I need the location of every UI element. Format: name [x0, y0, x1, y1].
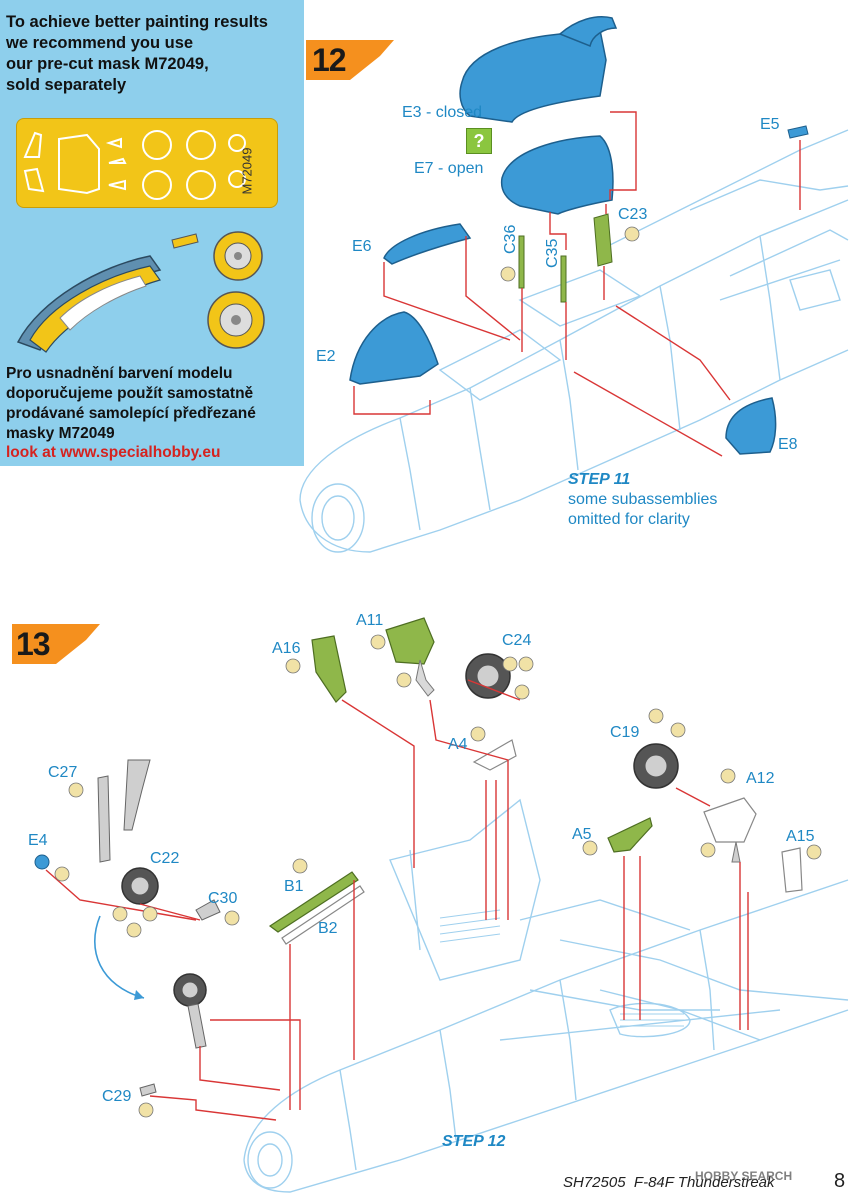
label-e4: E4 [28, 832, 48, 849]
footer-code: SH72505 [563, 1174, 626, 1191]
mask-sheet-illustration: M72049 [16, 118, 278, 208]
mask-wheel-hub-small [228, 134, 246, 152]
label-a11: A11 [356, 612, 384, 629]
assembled-nose-gear [139, 973, 207, 1097]
label-a5: A5 [572, 826, 592, 843]
mask-small-panel [108, 179, 126, 191]
guide-lines-step13 [45, 679, 749, 1121]
page-number: 8 [834, 1170, 846, 1192]
part-e5 [787, 125, 809, 139]
mask-wheel-hub [142, 130, 172, 160]
rotate-arrow-head [134, 990, 144, 1000]
website-link[interactable]: look at www.specialhobby.eu [6, 444, 221, 461]
question-mark-icon: ? [466, 128, 492, 154]
label-b1: B1 [284, 878, 304, 895]
part-b1 [268, 871, 359, 933]
step11-note-line1: some subassemblies [568, 491, 718, 508]
label-c29: C29 [102, 1088, 132, 1105]
masked-parts-illustration [16, 231, 265, 353]
rotate-arrow [93, 915, 145, 999]
step11-note-line2: omitted for clarity [568, 511, 690, 528]
part-c19-wheel [633, 743, 679, 789]
canopy-e7 [500, 135, 614, 215]
label-e5: E5 [760, 116, 780, 133]
step11-note: STEP 11 some subassemblies omitted for c… [568, 470, 717, 530]
part-a12-strut [731, 841, 741, 863]
part-a5 [607, 817, 653, 853]
label-a15: A15 [786, 828, 815, 845]
label-c36: C36 [502, 224, 519, 254]
part-e8 [725, 397, 777, 455]
fuselage-outline-step13 [243, 798, 849, 1193]
label-c35: C35 [544, 238, 561, 268]
part-a12 [703, 797, 757, 843]
step12-note-title: STEP 12 [442, 1133, 506, 1150]
footer-aircraft-name: F-84F Thunderstreak [633, 1174, 775, 1191]
guide-lines-step12 [353, 111, 801, 457]
nose-gear-assembly [34, 759, 221, 921]
mask-windscreen-front [58, 133, 100, 195]
label-a16: A16 [272, 640, 301, 657]
fuselage-outline-step12 [299, 129, 849, 553]
part-c23 [593, 213, 613, 267]
mask-recommendation-en: To achieve better painting results we re… [6, 13, 268, 94]
label-b2: B2 [318, 920, 338, 937]
step13-number: 13 [16, 626, 51, 662]
step12-badge-shape [306, 40, 394, 80]
label-c19: C19 [610, 724, 640, 741]
mask-small-panel [105, 137, 122, 149]
canopy-e3 [459, 16, 618, 123]
part-a4 [472, 739, 517, 771]
label-c30: C30 [208, 890, 238, 907]
part-c35 [560, 255, 567, 303]
footer-title: SH72505 F-84F Thunderstreak [563, 1174, 775, 1191]
part-a11 [385, 617, 435, 665]
step12-note: STEP 12 [442, 1132, 505, 1152]
label-e7-open: E7 - open [414, 160, 484, 177]
label-c24: C24 [502, 632, 532, 649]
label-e3-closed: E3 - closed [402, 104, 483, 121]
mask-wheel-hub-small [228, 170, 246, 188]
label-a12: A12 [746, 770, 775, 787]
label-c22: C22 [150, 850, 180, 867]
mask-sheet-shapes [23, 130, 246, 200]
part-c24-wheel [465, 653, 511, 699]
mask-windscreen-side [23, 167, 45, 193]
part-a15 [781, 847, 803, 893]
mask-wheel-hub [186, 170, 216, 200]
part-a16 [311, 635, 347, 703]
step11-note-title: STEP 11 [568, 471, 631, 488]
label-e2: E2 [316, 348, 336, 365]
mask-strip-icon [171, 233, 199, 249]
part-b2 [281, 885, 365, 945]
paint-code-chips [54, 226, 822, 1118]
step13-badge-shape [12, 624, 100, 664]
mask-windscreen-side [23, 131, 43, 158]
label-c27: C27 [48, 764, 78, 781]
intake-vents [439, 909, 684, 1027]
masked-nose-wheel [207, 291, 265, 349]
mask-recommendation-cz: Pro usnadnění barvení modelu doporučujem… [6, 365, 256, 442]
mask-small-panel [108, 157, 127, 164]
mask-wheel-hub [142, 170, 172, 200]
label-e8: E8 [778, 436, 798, 453]
masked-canopy [16, 255, 162, 353]
watermark: HOBBY SEARCH [695, 1169, 793, 1183]
label-c23: C23 [618, 206, 648, 223]
label-e6: E6 [352, 238, 372, 255]
part-e2 [349, 311, 439, 385]
step12-number: 12 [312, 42, 347, 78]
label-a4: A4 [448, 736, 468, 753]
masked-main-wheel [213, 231, 263, 281]
mask-info-panel: To achieve better painting results we re… [0, 0, 304, 466]
part-e6 [383, 223, 472, 265]
mask-wheel-hub [186, 130, 216, 160]
part-a11-strut [415, 659, 435, 697]
